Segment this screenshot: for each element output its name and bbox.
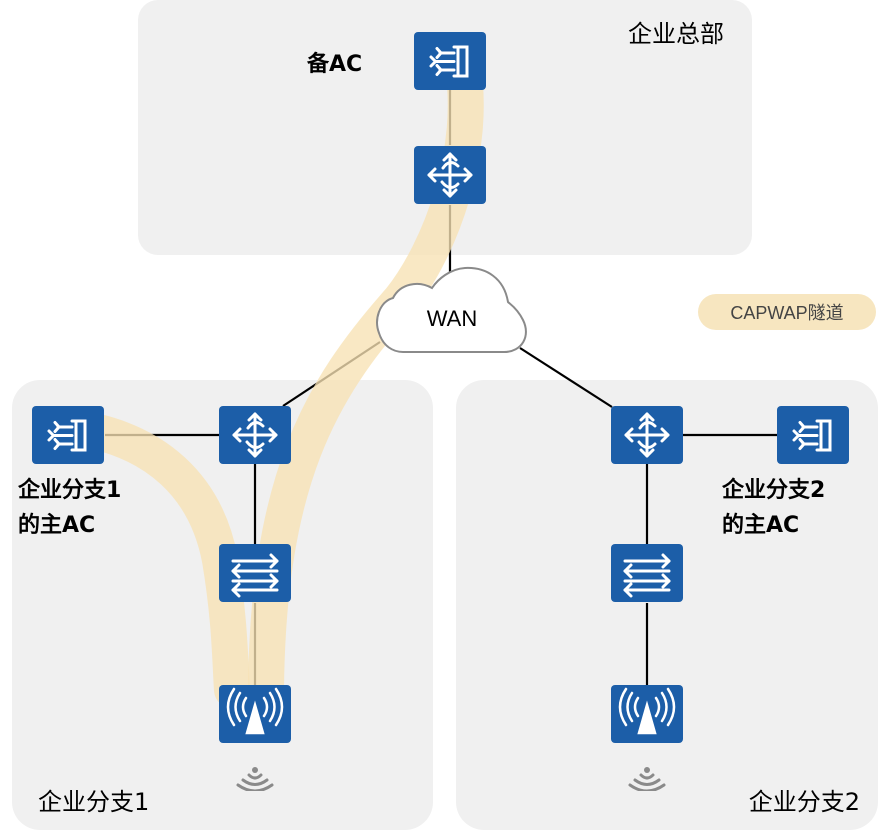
- branch2-region: [456, 380, 878, 830]
- ac-controller-icon[interactable]: [777, 406, 849, 464]
- router-icon[interactable]: [414, 146, 486, 204]
- access-point-icon[interactable]: [219, 685, 291, 743]
- router-icon[interactable]: [611, 406, 683, 464]
- branch2-ac-label-line2: 的主AC: [722, 512, 799, 538]
- ac-controller-icon[interactable]: [414, 32, 486, 90]
- hq-region: [138, 0, 752, 255]
- legend-swatch-capwap: [698, 294, 876, 330]
- wan-label: WAN: [427, 306, 478, 331]
- switch-icon[interactable]: [611, 544, 683, 602]
- legend-label-capwap: CAPWAP隧道: [730, 303, 843, 323]
- branch1-ac-label-line1: 企业分支1: [17, 477, 121, 503]
- link-wan-branch2-router: [519, 347, 613, 408]
- branch2-ac-label-line1: 企业分支2: [721, 477, 825, 503]
- branch2-region-title: 企业分支2: [749, 788, 860, 816]
- legend: CAPWAP隧道: [698, 294, 876, 330]
- hq-region-title: 企业总部: [628, 20, 724, 48]
- ac-controller-icon[interactable]: [32, 406, 104, 464]
- branch1-region-title: 企业分支1: [38, 788, 149, 816]
- branch1-ac-label-line2: 的主AC: [18, 512, 95, 538]
- switch-icon[interactable]: [219, 544, 291, 602]
- backup-ac-label: 备AC: [306, 51, 362, 77]
- access-point-icon[interactable]: [611, 685, 683, 743]
- router-icon[interactable]: [219, 406, 291, 464]
- wan-cloud: WAN: [376, 266, 527, 353]
- cloud-icon: [376, 266, 527, 353]
- capwap-tunnel-branch1-ac-ap: [80, 414, 250, 708]
